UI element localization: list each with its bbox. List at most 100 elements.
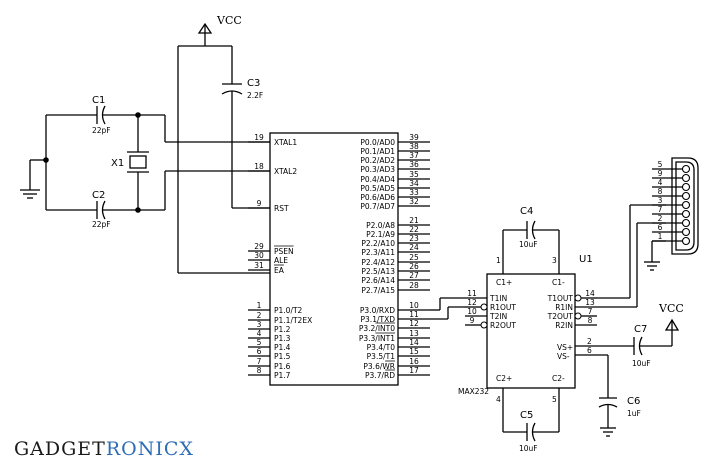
mcu-pin-num: 13 [409,329,419,338]
brand-part1: GADGET [14,438,106,460]
mcu-pin-label: P3.1/TXD [361,315,396,324]
c4-value: 10uF [519,240,538,249]
max232-c1plus-label: C1+ [496,278,512,287]
mcu-pin-num: 31 [254,261,264,270]
c3-value: 2.2F [247,91,263,100]
c5-ref: C5 [520,410,533,421]
mcu-pin-num: 29 [254,242,264,251]
max232-pin-num: 9 [470,316,475,325]
mcu-pin-label: P2.5/A13 [361,267,395,276]
mcu-pin-label: P2.7/A15 [361,286,395,295]
mcu-pin-num: 22 [409,225,419,234]
mcu-pin-num: 28 [409,281,419,290]
max232-pin-label: R2OUT [490,321,516,330]
vcc-symbol-top: VCC [197,14,242,46]
mcu-pin-num: 30 [254,251,264,260]
max232-pin-label: R1OUT [490,303,516,312]
mcu-pin-label: P0.7/AD7 [360,202,395,211]
mcu-pin-num: 36 [409,160,419,169]
mcu-pin-num: 25 [409,253,419,262]
max232-c1minus-label: C1- [552,278,565,287]
mcu-pin-label: P0.3/AD3 [360,165,395,174]
max232-pin2-num: 2 [587,337,592,346]
c7-value: 10uF [632,359,651,368]
mcu-pin-num: 26 [409,262,419,271]
vcc-label-top: VCC [216,14,242,27]
mcu-pin-label: RST [274,204,289,213]
capacitor-c2: C2 22pF [92,190,111,229]
db9-pin-num: 7 [658,205,663,214]
mcu-pin-num: 11 [409,310,419,319]
mcu-pin-num: 33 [409,188,419,197]
mcu-pin-label: P1.2 [274,325,291,334]
max232-c2plus-label: C2+ [496,374,512,383]
c1-ref: C1 [92,95,105,106]
mcu-pin-num: 27 [409,271,419,280]
max232-vsplus-label: VS+ [557,343,573,352]
mcu-pin-num: 17 [409,366,419,375]
mcu-pin-num: 4 [257,329,262,338]
mcu-pin-num: 19 [254,133,264,142]
max232-pin4-num: 4 [496,395,501,404]
mcu-pin-label: P2.4/A12 [361,258,395,267]
mcu-pin-label: EA [274,266,285,275]
mcu-pin-label: PSEN [274,247,294,256]
mcu-pin-label: P0.0/AD0 [360,138,395,147]
max232-pin-num: 14 [585,289,595,298]
c4-ref: C4 [520,206,533,217]
mcu-pin-num: 39 [409,133,419,142]
mcu-pin-num: 34 [409,179,419,188]
mcu-pin-num: 24 [409,243,419,252]
db9-pin-num: 4 [658,178,663,187]
db9-pin-num: 3 [658,196,663,205]
wires-power-reset [177,45,270,274]
mcu-pin-label: XTAL2 [274,167,297,176]
c2-value: 22pF [92,220,111,229]
mcu-pin-num: 3 [257,320,262,329]
mcu-pin-label: P3.5/T1 [367,352,396,361]
mcu-pin-num: 10 [409,301,419,310]
db9-pin-num: 9 [658,169,663,178]
mcu-pin-label: P1.4 [274,343,291,352]
c6-ref: C6 [627,396,640,407]
mcu-pin-num: 6 [257,347,262,356]
mcu-pin-label: P1.3 [274,334,291,343]
ground-symbol-left [20,157,49,199]
capacitor-c6: C6 1uF [598,355,641,437]
max232-pin-num: 13 [585,298,595,307]
mcu-pin-label: P0.1/AD1 [360,147,395,156]
mcu-pin-label: P2.1/A9 [366,230,395,239]
mcu-pin-num: 16 [409,357,419,366]
mcu-pin-num: 14 [409,338,419,347]
vcc-symbol-right: VCC [658,302,684,331]
mcu-pin-label: P1.0/T2 [274,306,303,315]
mcu-pin-label: P0.4/AD4 [360,175,395,184]
db9-pin-num: 6 [658,223,663,232]
max232-pin-label: T2IN [489,312,507,321]
microcontroller-ic: 19XTAL118XTAL29RST29PSEN30ALE31EA1P1.0/T… [248,132,430,386]
wires-crystal [45,112,270,213]
mcu-pin-label: P2.0/A8 [366,221,395,230]
mcu-pin-label: P2.2/A10 [361,239,395,248]
db9-pin-num: 8 [658,187,663,196]
max232-pin-num: 10 [467,307,477,316]
max232-pin-label: R1IN [555,303,573,312]
mcu-pin-num: 7 [257,357,262,366]
mcu-pin-label: ALE [274,256,288,265]
mcu-pin-num: 35 [409,170,419,179]
wires-db9 [597,204,666,308]
max232-c2minus-label: C2- [552,374,565,383]
mcu-pin-num: 12 [409,319,419,328]
mcu-pin-num: 37 [409,151,419,160]
vcc-label-right: VCC [658,302,684,315]
mcu-pin-label: P3.0/RXD [360,306,395,315]
mcu-pin-label: P0.5/AD5 [360,184,395,193]
mcu-pin-label: P3.2/INT0 [359,324,395,333]
mcu-pin-label: P0.2/AD2 [360,156,395,165]
